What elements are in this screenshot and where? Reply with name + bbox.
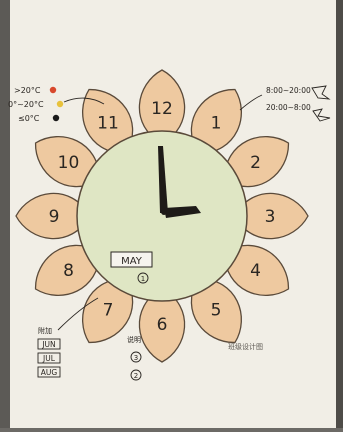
temp-label-mild: 0°~20°C: [8, 100, 44, 109]
month-circle-digit: 1: [141, 275, 145, 283]
hand-pivot: [161, 209, 167, 215]
temp-label-cold: ≤0°C: [18, 114, 40, 123]
clock-number: 10: [58, 153, 80, 173]
time-label-night: 20:00~8:00: [266, 103, 311, 112]
temp-label-hot: >20°C: [14, 86, 41, 95]
side-month-label: JUL: [42, 354, 56, 363]
side-month-label: AUG: [41, 368, 58, 377]
clock-number: 3: [265, 207, 276, 227]
clock-number: 6: [157, 315, 168, 335]
lower-list-header: 说明: [127, 335, 141, 344]
clock-number: 7: [103, 301, 114, 321]
time-label-day: 8:00~20:00: [266, 86, 311, 95]
side-month-label: JUN: [41, 340, 55, 349]
table-edge-right: [336, 0, 343, 428]
lower-circle-digit: 3: [134, 354, 138, 362]
mild-dot-icon: [57, 101, 63, 107]
table-edge-left: [0, 0, 10, 428]
clock-number: 2: [250, 153, 261, 173]
lower-circle-digit: 2: [134, 372, 138, 380]
clock-number: 8: [63, 261, 74, 281]
clock-number: 11: [97, 114, 119, 134]
cold-dot-icon: [53, 115, 59, 121]
clock-number: 5: [211, 301, 222, 321]
clock-number: 9: [49, 207, 60, 227]
signature-text: 班级设计图: [228, 342, 263, 351]
clock-number: 1: [211, 114, 222, 134]
side-list-header: 附加: [38, 326, 52, 335]
clock-number: 4: [250, 261, 261, 281]
hot-dot-icon: [50, 87, 56, 93]
clock-number: 12: [151, 99, 173, 119]
month-label: MAY: [121, 256, 143, 267]
